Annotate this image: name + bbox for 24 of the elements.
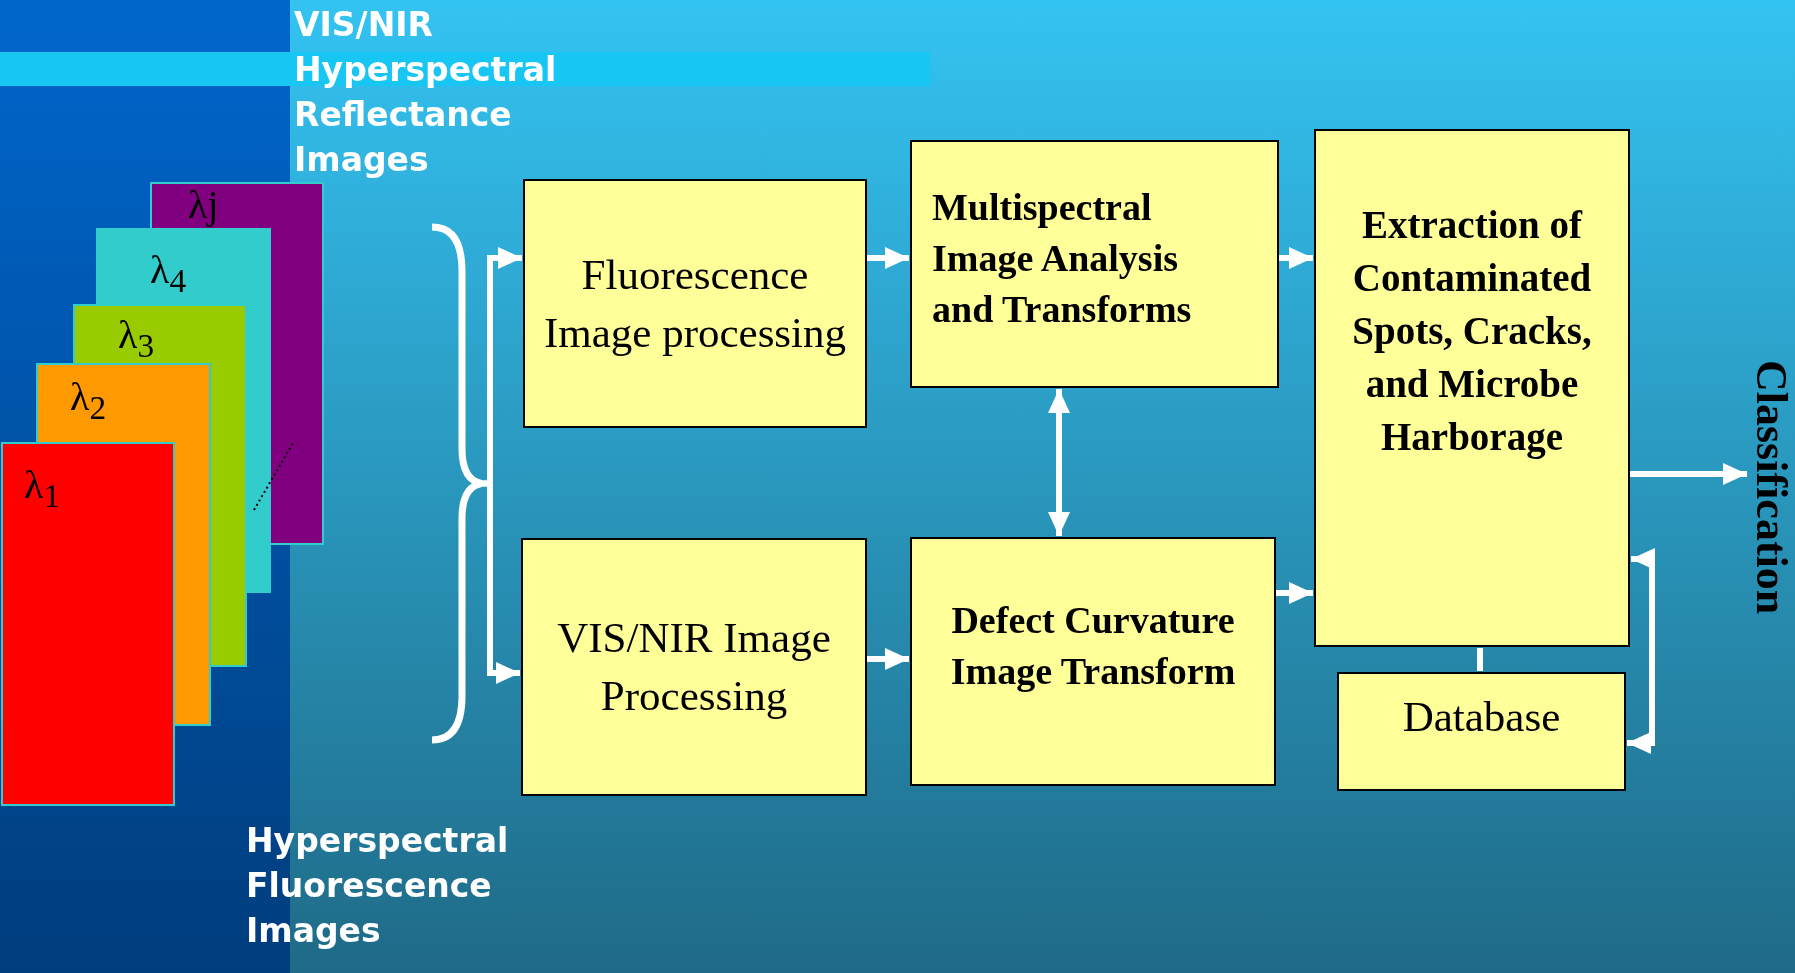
wavelength-label: λ$_{1}$ [24,463,61,516]
output-text: Classification [1748,360,1794,615]
connector-line [1477,648,1483,671]
arrow [1627,548,1655,754]
process-box: VIS/NIR Image Processing [521,538,867,796]
wavelength-label: λ$_{2}$ [70,375,107,428]
arrow [482,480,520,684]
wavelength-label: λ$_{4}$ [150,248,187,301]
caption-text: Hyperspectral Fluorescence Images [246,820,510,952]
process-box: Database [1337,672,1626,791]
arrow [1630,463,1747,485]
process-box: Fluorescence Image processing [523,179,867,428]
wavelength-label: λj [188,183,219,227]
wavelength-label: λ$_{3}$ [118,313,155,366]
arrow [1276,582,1313,604]
arrow [867,247,909,269]
arrow [1048,389,1070,536]
process-box: Extraction of Contaminated Spots, Cracks, and Microbe Harborage [1314,129,1630,647]
brace [429,223,482,744]
caption-text: VIS/NIR Hyperspectral Reflectance Images [294,4,558,181]
process-box: Defect Curvature Image Transform [910,537,1276,786]
process-box: Multispectral Image Analysis and Transforms [910,140,1279,388]
arrow [867,648,909,670]
arrow [1279,247,1313,269]
